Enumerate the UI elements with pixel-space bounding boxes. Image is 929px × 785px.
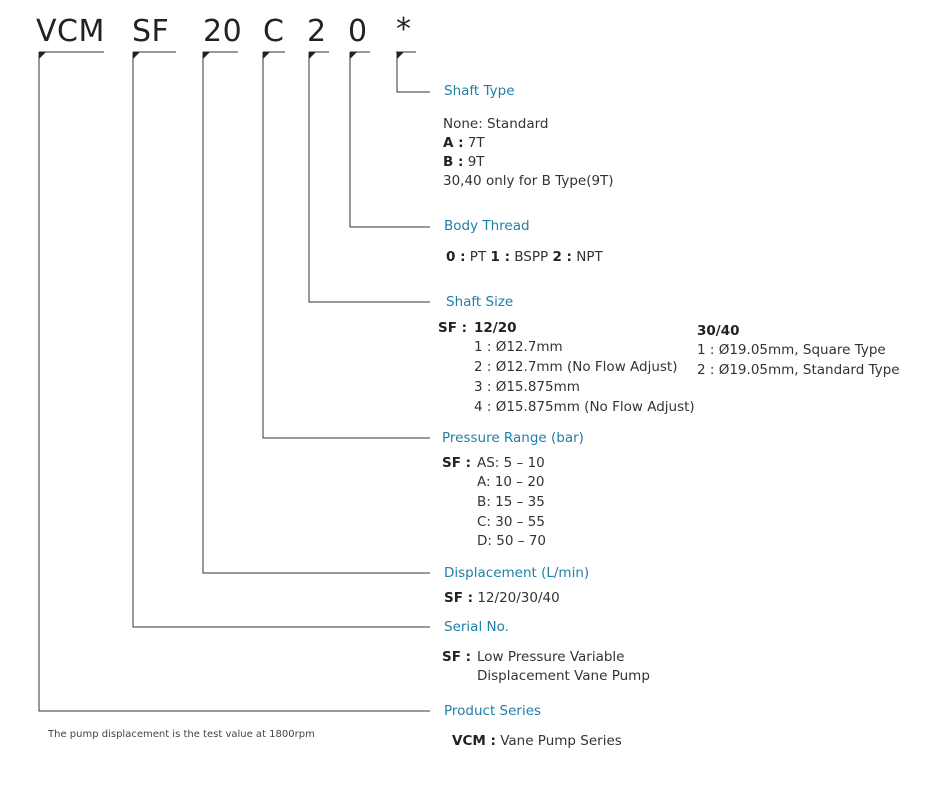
code-shaft-size: 2	[307, 14, 327, 49]
serial-sf-key: SF :	[442, 649, 472, 665]
displacement-sf-key: SF :	[444, 590, 474, 606]
shaft-size-item: 1 : Ø19.05mm, Square Type	[697, 342, 886, 358]
pressure-item: D: 50 – 70	[477, 533, 546, 549]
code-vcm: VCM	[36, 14, 105, 49]
product-row: VCM : Vane Pump Series	[452, 732, 622, 751]
serial-line-2: Displacement Vane Pump	[477, 668, 650, 684]
body-thread-heading: Body Thread	[444, 218, 530, 234]
shaft-type-none: None: Standard	[443, 116, 549, 132]
shaft-type-a-key: A :	[443, 135, 464, 151]
thread-value-0: PT	[469, 249, 487, 265]
shaft-size-group1-title: 12/20	[474, 320, 517, 336]
shaft-type-a: A : 7T	[443, 134, 485, 153]
displacement-row: SF : 12/20/30/40	[444, 589, 560, 608]
pressure-item: AS: 5 – 10	[477, 455, 545, 471]
shaft-size-item: 2 : Ø12.7mm (No Flow Adjust)	[474, 359, 678, 375]
shaft-size-item: 3 : Ø15.875mm	[474, 379, 580, 395]
thread-key-0: 0 :	[446, 249, 466, 265]
thread-key-2: 2 :	[552, 249, 572, 265]
product-heading: Product Series	[444, 703, 542, 719]
code-pressure: C	[263, 14, 285, 49]
shaft-size-item: 2 : Ø19.05mm, Standard Type	[697, 362, 900, 378]
shaft-size-group2-title: 30/40	[697, 323, 740, 339]
shaft-size-item: 4 : Ø15.875mm (No Flow Adjust)	[474, 399, 695, 415]
pressure-sf-key: SF :	[442, 455, 472, 471]
pressure-item: C: 30 – 55	[477, 514, 545, 530]
shaft-type-b: B : 9T	[443, 153, 485, 172]
body-thread-options: 0 : PT 1 : BSPP 2 : NPT	[446, 248, 603, 267]
thread-key-1: 1 :	[490, 249, 510, 265]
code-sf: SF	[132, 14, 170, 49]
serial-line-1: Low Pressure Variable	[477, 649, 625, 665]
shaft-type-note: 30,40 only for B Type(9T)	[443, 173, 614, 189]
product-key: VCM :	[452, 733, 496, 749]
pressure-heading: Pressure Range (bar)	[442, 430, 584, 446]
shaft-type-b-key: B :	[443, 154, 464, 170]
shaft-size-heading: Shaft Size	[446, 294, 514, 310]
code-shaft-type: *	[396, 12, 412, 47]
displacement-heading: Displacement (L/min)	[444, 565, 590, 581]
footnote: The pump displacement is the test value …	[48, 729, 315, 740]
serial-heading: Serial No.	[444, 619, 509, 635]
thread-value-1: BSPP	[514, 249, 549, 265]
shaft-type-heading: Shaft Type	[444, 83, 515, 99]
product-value: Vane Pump Series	[500, 733, 622, 749]
shaft-type-b-value: 9T	[467, 154, 485, 170]
shaft-type-a-value: 7T	[467, 135, 485, 151]
code-displacement: 20	[203, 14, 243, 49]
displacement-value: 12/20/30/40	[477, 590, 560, 606]
shaft-size-sf-key: SF :	[438, 320, 468, 336]
thread-value-2: NPT	[576, 249, 603, 265]
pressure-item: A: 10 – 20	[477, 474, 545, 490]
code-thread: 0	[348, 14, 368, 49]
shaft-size-item: 1 : Ø12.7mm	[474, 339, 563, 355]
pressure-item: B: 15 – 35	[477, 494, 545, 510]
